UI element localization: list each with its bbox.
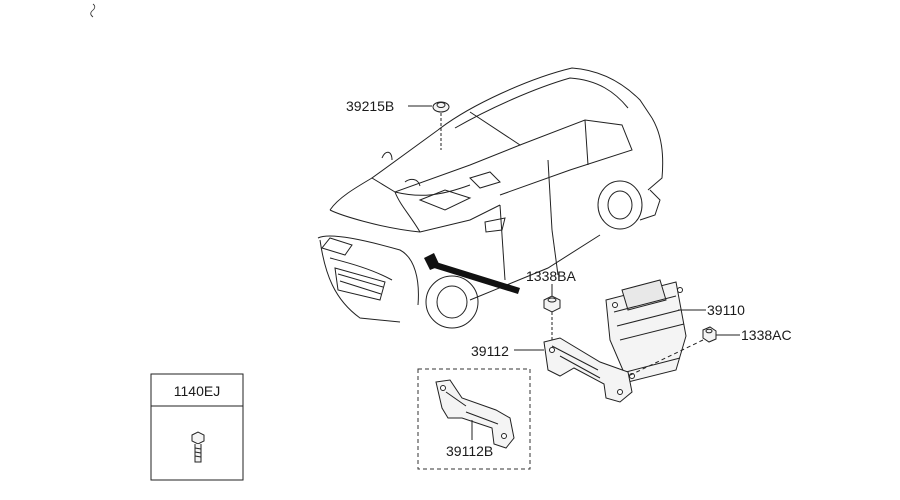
part-39112-bracket: [543, 337, 633, 403]
alt-bracket-box: [417, 368, 531, 470]
location-leader: [434, 262, 520, 294]
callout-1338ba: 1338BA: [526, 268, 576, 284]
leader-1338ac-dashed: [619, 339, 704, 381]
part-39215b-grommet: [432, 101, 450, 113]
part-1338ac-nut: [702, 326, 717, 343]
bolt-icon: [191, 431, 205, 463]
callout-39215b: 39215B: [346, 98, 394, 114]
part-1338ba-nut: [543, 295, 561, 313]
callout-39112b: 39112B: [446, 443, 493, 459]
callout-1338ac: 1338AC: [741, 327, 792, 343]
callout-39112: 39112: [471, 343, 509, 359]
legend-part-number: 1140EJ: [174, 383, 220, 399]
car-illustration: [317, 67, 664, 329]
part-39110-ecu: [605, 279, 687, 383]
corner-mark: [90, 3, 96, 18]
part-39112b-bracket: [435, 379, 515, 449]
callout-39110: 39110: [707, 302, 745, 318]
